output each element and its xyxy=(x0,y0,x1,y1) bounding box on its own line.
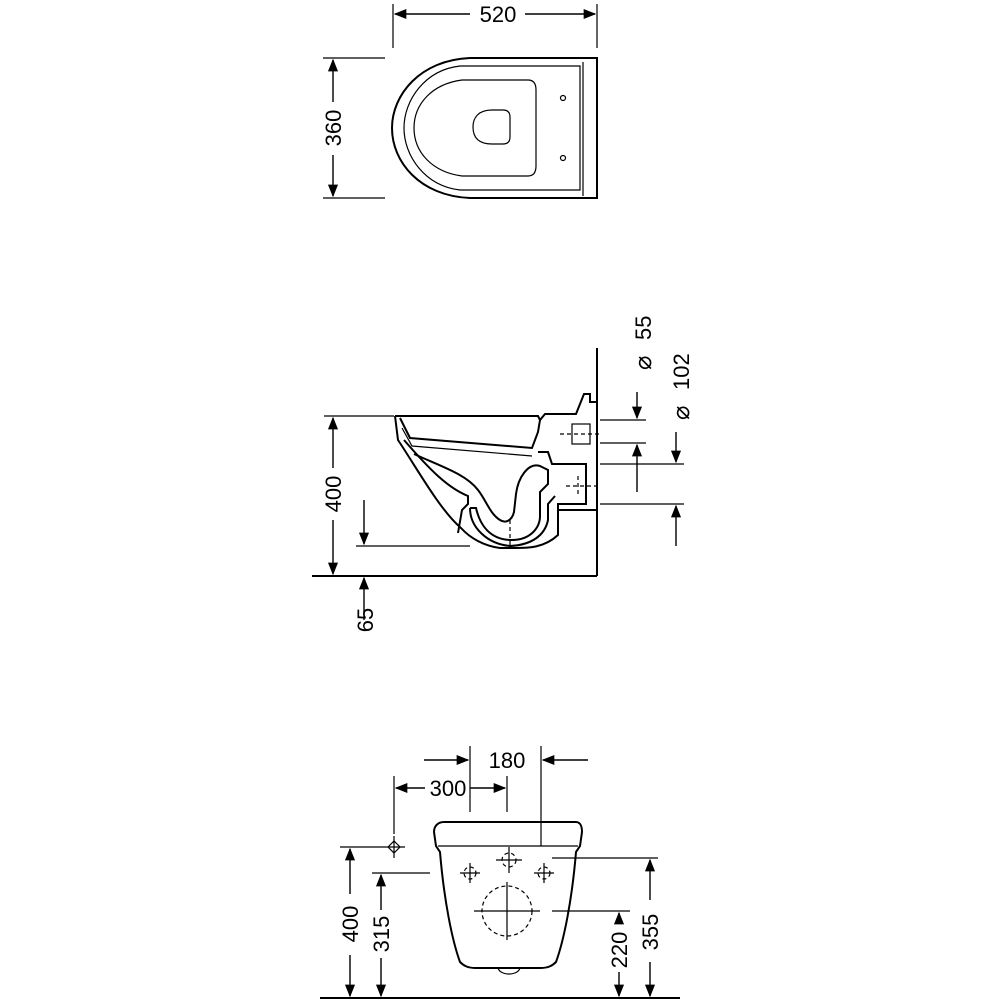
side-dimension-400-label: 400 xyxy=(321,476,346,513)
top-view-outlet xyxy=(472,109,511,145)
fixing-point-center xyxy=(496,847,522,873)
rear-dimension-355-label: 355 xyxy=(638,914,663,951)
dimension-520-label: 520 xyxy=(480,2,517,27)
top-view: 520 360 xyxy=(321,2,598,199)
side-dimension-65-label: 65 xyxy=(353,608,378,632)
fixing-point-right xyxy=(534,863,554,883)
rear-dimension-400-label: 400 xyxy=(338,906,363,943)
supply-pipe-marker xyxy=(383,836,405,858)
side-view-bowl-outline xyxy=(394,393,597,549)
diameter-102-label: 102 xyxy=(669,353,694,390)
rear-dimension-220-label: 220 xyxy=(607,932,632,969)
diameter-symbol-102: ⌀ xyxy=(667,406,695,420)
rear-dimension-180-label: 180 xyxy=(489,748,526,773)
top-view-seat-inner xyxy=(413,79,537,177)
rear-view-body-outline xyxy=(432,821,584,969)
side-view-bowl-inner xyxy=(403,439,469,534)
outlet-circle xyxy=(474,882,540,940)
side-view-inlet xyxy=(538,451,587,510)
side-view: 400 65 ⌀ 55 ⌀ 102 xyxy=(312,316,695,632)
side-view-seat xyxy=(399,417,541,450)
hinge-hole-top xyxy=(559,94,567,102)
rear-dimension-300-label: 300 xyxy=(430,776,467,801)
rear-view: 180 300 400 315 220 355 xyxy=(320,746,680,999)
rear-dimension-315-label: 315 xyxy=(369,916,394,953)
side-view-seat-lower xyxy=(401,427,533,457)
fixing-point-left xyxy=(460,863,480,883)
dimension-360-label: 360 xyxy=(321,110,346,147)
diameter-symbol-55: ⌀ xyxy=(629,356,657,370)
side-view-trap xyxy=(413,453,556,548)
top-view-seat-outline xyxy=(403,65,581,191)
top-view-bowl-outline xyxy=(390,57,598,199)
diameter-55-label: 55 xyxy=(631,316,656,340)
hinge-hole-bottom xyxy=(559,154,567,162)
